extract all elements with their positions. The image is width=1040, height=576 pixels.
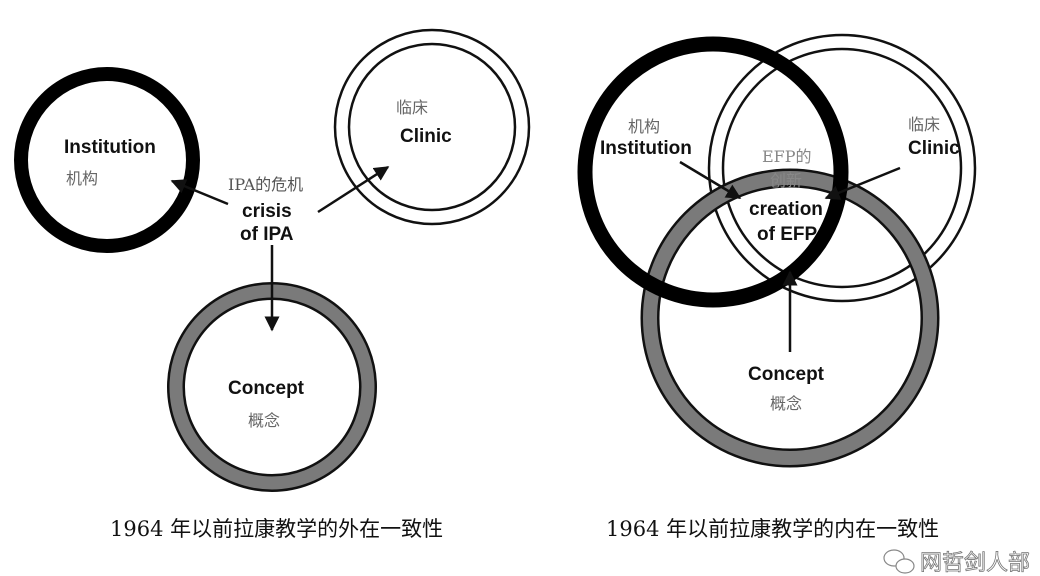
- watermark-text: 网哲剑人部: [920, 551, 1030, 576]
- right-concept-circle: [640, 168, 940, 468]
- right-caption: 1964 年以前拉康教学的内在一致性: [606, 517, 939, 541]
- right-institution-zh: 机构: [628, 117, 660, 136]
- left-institution-zh: 机构: [66, 169, 98, 188]
- arrow-to-institution: [170, 179, 229, 206]
- watermark: 网哲剑人部: [883, 549, 1030, 576]
- left-caption: 1964 年以前拉康教学的外在一致性: [110, 517, 443, 541]
- left-center-zh: IPA的危机: [228, 175, 303, 194]
- left-diagram: Institution 机构 临床 Clinic Concept 概念 IPA的…: [14, 28, 531, 541]
- right-clinic-circle: [707, 33, 977, 303]
- right-concept-zh: 概念: [770, 394, 802, 413]
- left-center-line2: of IPA: [240, 224, 294, 245]
- left-center-line1: crisis: [242, 201, 292, 222]
- right-institution-circle: [577, 36, 849, 308]
- right-institution-label: Institution: [600, 138, 692, 159]
- right-diagram: 机构 Institution 临床 Clinic EFP的 创新 creatio…: [577, 33, 977, 541]
- left-clinic-label: Clinic: [400, 126, 452, 147]
- right-arrow-from-clinic: [824, 166, 901, 200]
- right-clinic-zh: 临床: [908, 115, 940, 134]
- right-center-zh2: 创新: [770, 171, 802, 190]
- left-concept-zh: 概念: [248, 411, 280, 430]
- left-concept-label: Concept: [228, 378, 305, 399]
- right-center-line1: creation: [749, 199, 823, 220]
- clinic-circle: [333, 28, 531, 226]
- institution-circle: [14, 67, 200, 253]
- left-institution-label: Institution: [64, 137, 156, 158]
- arrow-to-clinic: [317, 165, 390, 214]
- right-clinic-label: Clinic: [908, 138, 960, 159]
- wechat-icon: [883, 549, 915, 574]
- right-concept-label: Concept: [748, 364, 825, 385]
- right-arrow-from-institution: [679, 160, 742, 200]
- right-center-line2: of EFP: [757, 224, 817, 245]
- right-center-zh1: EFP的: [762, 147, 812, 166]
- left-clinic-zh: 临床: [396, 98, 428, 117]
